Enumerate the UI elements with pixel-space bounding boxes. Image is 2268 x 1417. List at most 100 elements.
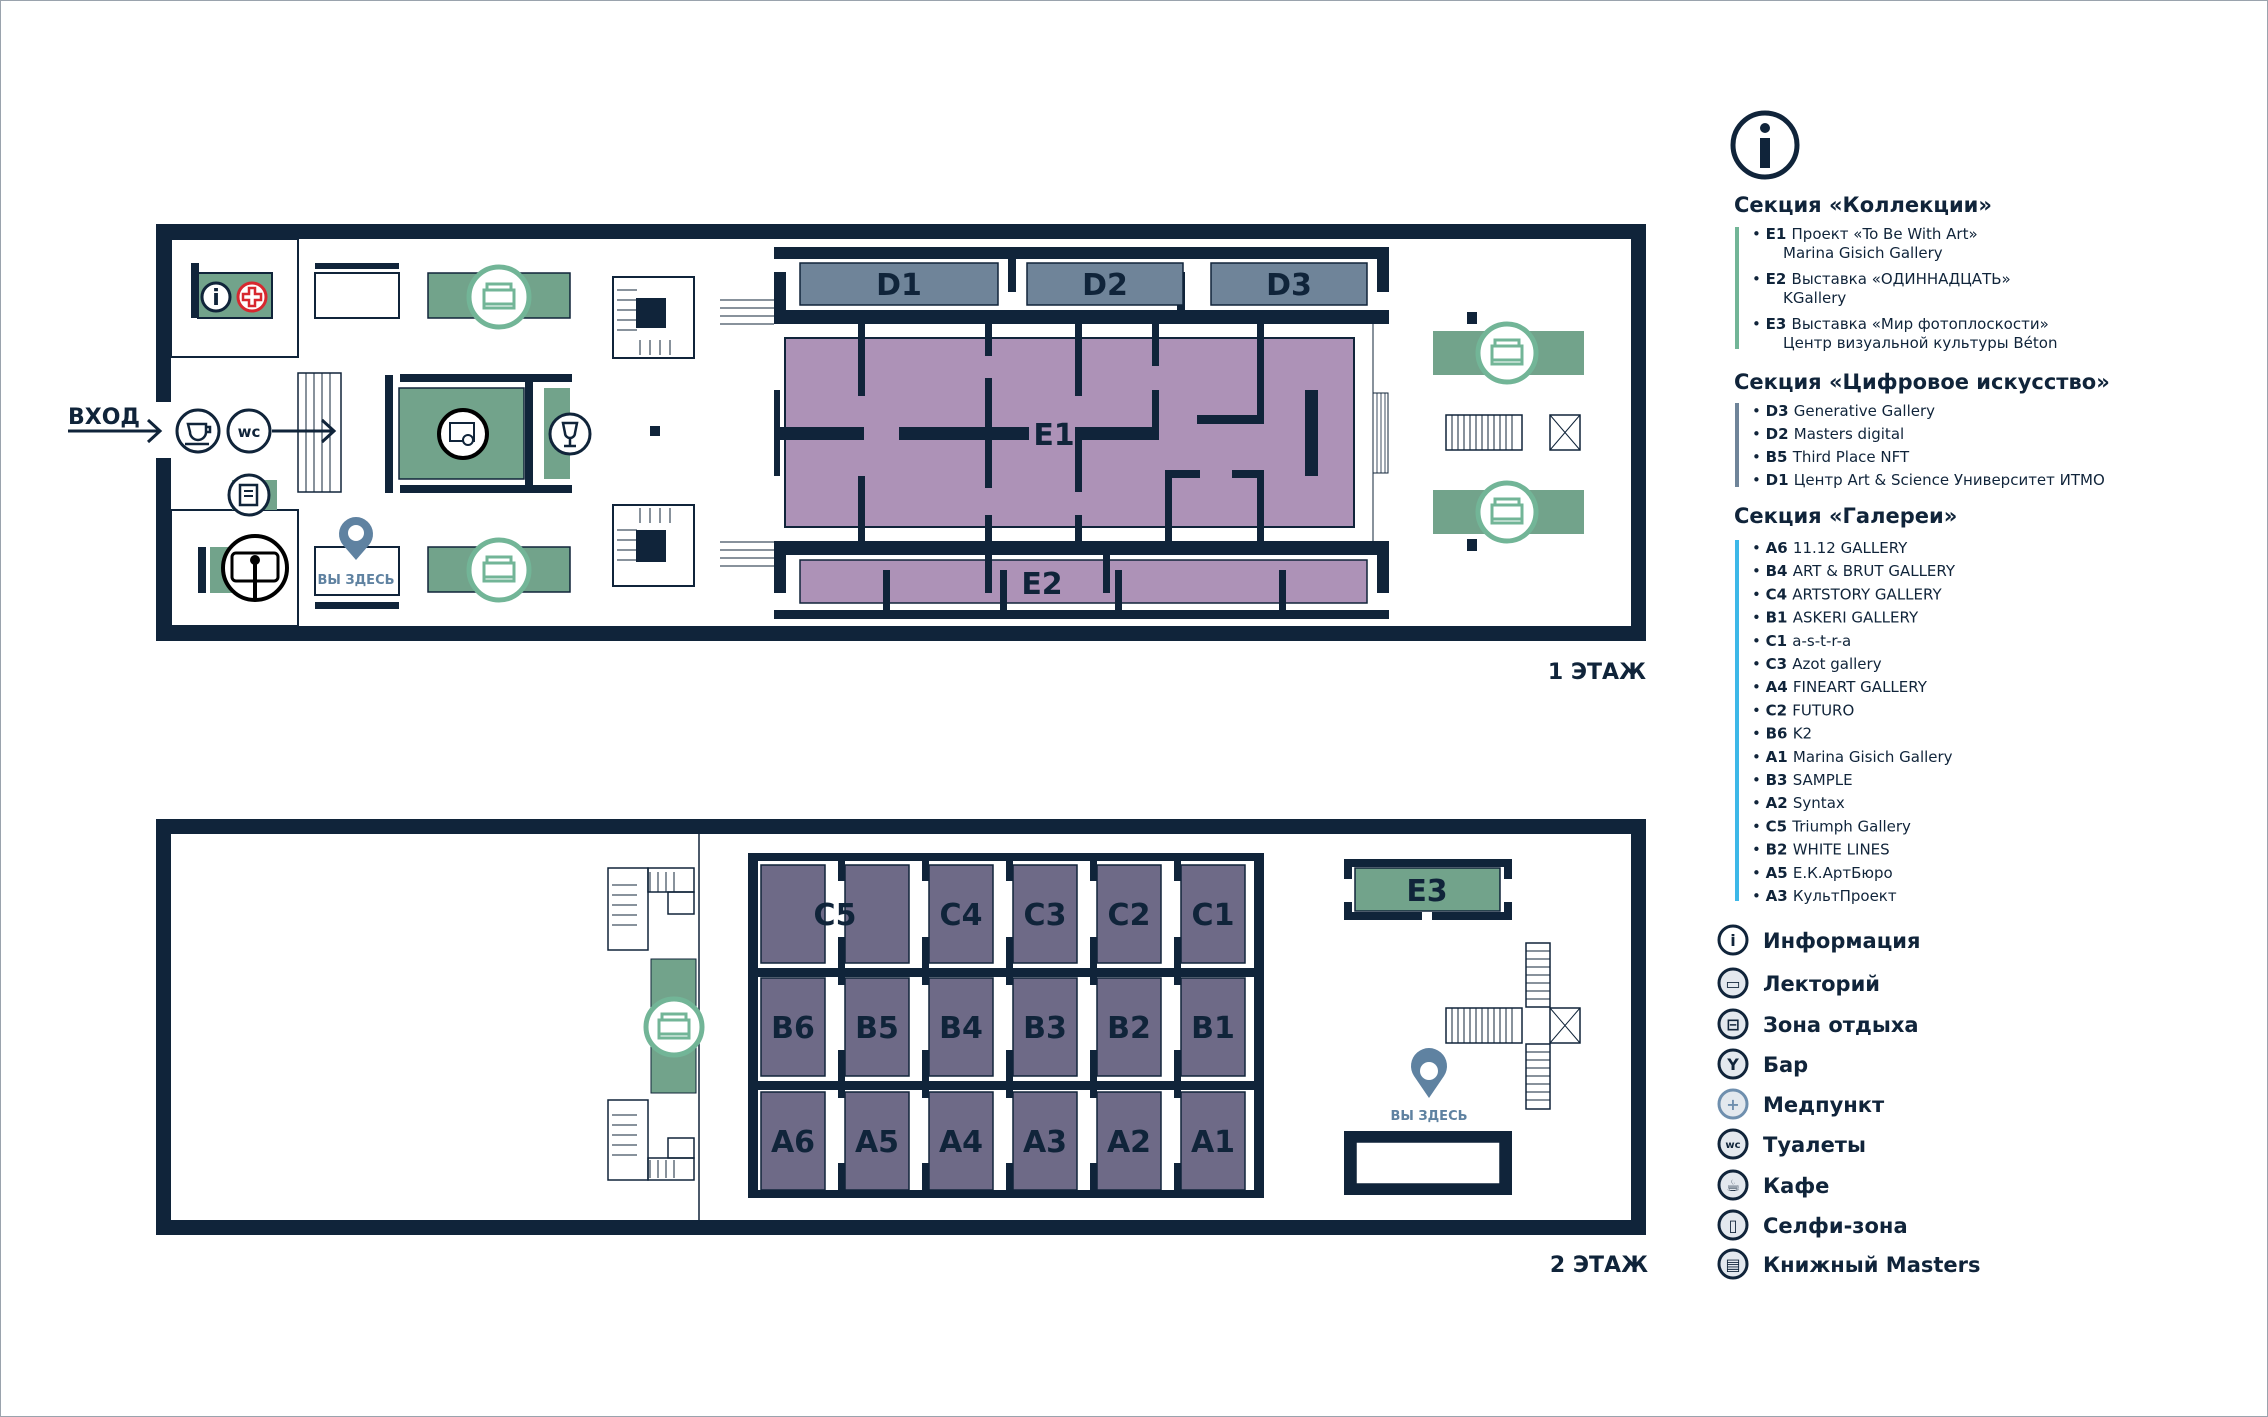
zone-label: E3 xyxy=(1406,874,1447,909)
legend-symbol-5: +Медпункт xyxy=(1717,1088,1885,1120)
zone-label: D1 xyxy=(876,268,922,303)
counter-inner xyxy=(1355,1141,1501,1185)
booth-a6[interactable]: A6 xyxy=(760,1091,826,1191)
wall-segment xyxy=(922,1163,929,1190)
column xyxy=(650,426,660,436)
legend-symbol-label: Зона отдыха xyxy=(1763,1013,1919,1037)
legend-item-name: ASKERI GALLERY xyxy=(1793,609,1919,627)
wall-segment xyxy=(1174,937,1181,985)
collections-section-bar xyxy=(1735,227,1739,349)
book-icon[interactable] xyxy=(227,473,277,517)
zone-e3[interactable]: E3 xyxy=(1344,859,1512,920)
booth-b1[interactable]: B1 xyxy=(1180,977,1246,1077)
booth-c2[interactable]: C2 xyxy=(1096,864,1162,964)
zone-e2[interactable]: E2 xyxy=(799,541,1368,615)
booth-b3[interactable]: B3 xyxy=(1012,977,1078,1077)
booth-c1[interactable]: C1 xyxy=(1180,864,1246,964)
zone-d1[interactable]: D1 xyxy=(799,262,999,306)
wall-segment xyxy=(1090,937,1097,985)
selfie-icon[interactable] xyxy=(221,534,289,602)
wall-segment xyxy=(1006,937,1013,985)
legend-symbol-3: ⊟Зона отдыха xyxy=(1717,1008,1919,1040)
svg-text:Y: Y xyxy=(1726,1055,1739,1074)
sofa-icon[interactable] xyxy=(466,264,532,330)
sofa-icon[interactable] xyxy=(1475,321,1539,385)
digital-section-bar xyxy=(1735,403,1739,487)
lecture-icon: ▭ xyxy=(1717,967,1749,999)
booth-a3[interactable]: A3 xyxy=(1012,1091,1078,1191)
legend-symbol-8: ▯Селфи-зона xyxy=(1717,1209,1908,1241)
legend-item-code: C4 xyxy=(1766,585,1793,603)
legend-symbol-2: ▭Лекторий xyxy=(1717,967,1880,999)
wall-segment xyxy=(1174,861,1181,881)
legend-item-name: Выставка «ОДИННАДЦАТЬ» xyxy=(1792,270,2011,288)
wall-segment xyxy=(1090,861,1097,881)
booth-a4[interactable]: A4 xyxy=(928,1091,994,1191)
stairs xyxy=(1445,942,1551,1110)
legend-item-name: K2 xyxy=(1793,725,1812,743)
zone-d2[interactable]: D2 xyxy=(1026,262,1184,306)
legend-item-code: B6 xyxy=(1766,725,1793,743)
stairs xyxy=(1445,414,1523,451)
stairs xyxy=(1372,392,1389,474)
legend-symbol-label: Медпункт xyxy=(1763,1093,1885,1117)
wine-glass-icon[interactable] xyxy=(548,412,592,456)
booth-a5[interactable]: A5 xyxy=(844,1091,910,1191)
booth-a2[interactable]: A2 xyxy=(1096,1091,1162,1191)
legend-item: • B2 WHITE LINES xyxy=(1752,841,1890,859)
booth-a1[interactable]: A1 xyxy=(1180,1091,1246,1191)
legend-symbol-label: Информация xyxy=(1763,929,1920,953)
stairwell xyxy=(612,504,774,587)
booth-b5[interactable]: B5 xyxy=(844,977,910,1077)
sofa-icon[interactable] xyxy=(466,537,532,603)
wall-segment xyxy=(922,861,929,881)
entrance-label: ВХОД xyxy=(68,405,140,430)
wall-segment xyxy=(1006,1050,1013,1098)
legend-item: • D2 Masters digital xyxy=(1752,425,1904,443)
booth-b2[interactable]: B2 xyxy=(1096,977,1162,1077)
info-icon[interactable] xyxy=(200,281,232,313)
entrance-arrow-icon xyxy=(68,418,163,444)
elevator-icon xyxy=(1549,1007,1581,1044)
lecture-icon[interactable] xyxy=(437,408,489,460)
you-are-here-label: ВЫ ЗДЕСЬ xyxy=(1390,1109,1467,1124)
legend-item-name: Marina Gisich Gallery xyxy=(1793,748,1953,766)
zone-label: D2 xyxy=(1082,268,1128,303)
wc-icon[interactable]: wc xyxy=(226,408,272,454)
booth-c4[interactable]: C4 xyxy=(928,864,994,964)
legend-item-name: Выставка «Мир фотоплоскости» xyxy=(1792,315,2049,333)
legend-item: • C5 Triumph Gallery xyxy=(1752,817,1911,835)
booth-label: A2 xyxy=(1107,1125,1151,1160)
booth-label: A5 xyxy=(855,1125,899,1160)
coffee-cup-icon[interactable] xyxy=(175,408,221,454)
legend-item-name: ARTSTORY GALLERY xyxy=(1792,585,1942,603)
legend-item: • C2 FUTURO xyxy=(1752,701,1854,719)
booth-b4[interactable]: B4 xyxy=(928,977,994,1077)
sofa-icon[interactable] xyxy=(1475,480,1539,544)
sofa-icon[interactable] xyxy=(643,996,705,1058)
booth-c3[interactable]: C3 xyxy=(1012,864,1078,964)
legend-item-code: B5 xyxy=(1766,448,1793,466)
legend-item-code: B2 xyxy=(1766,841,1793,859)
legend-item-code: B4 xyxy=(1766,562,1793,580)
svg-text:▯: ▯ xyxy=(1729,1216,1738,1235)
wall-segment xyxy=(838,1050,845,1098)
zone-e1[interactable]: E1 xyxy=(774,324,1355,541)
galleries-section-bar xyxy=(1735,540,1739,901)
legend-symbol-label: Туалеты xyxy=(1763,1133,1866,1157)
booth-b6[interactable]: B6 xyxy=(760,977,826,1077)
booth-c5[interactable]: C5 xyxy=(760,864,910,964)
booth-label: A4 xyxy=(939,1125,983,1160)
legend-item-subtitle: Marina Gisich Gallery xyxy=(1783,244,1943,262)
wall-segment xyxy=(1006,1163,1013,1190)
legend-item: • B3 SAMPLE xyxy=(1752,771,1853,789)
wall-segment xyxy=(838,1163,845,1190)
zone-d3[interactable]: D3 xyxy=(1210,262,1368,306)
svg-text:☕: ☕ xyxy=(1726,1176,1740,1195)
selfie-icon: ▯ xyxy=(1717,1209,1749,1241)
legend-section-title: Секция «Галереи» xyxy=(1734,504,1957,528)
wall-segment xyxy=(315,602,399,609)
wall-segment xyxy=(774,247,1389,259)
legend-item-code: D3 xyxy=(1766,402,1794,420)
